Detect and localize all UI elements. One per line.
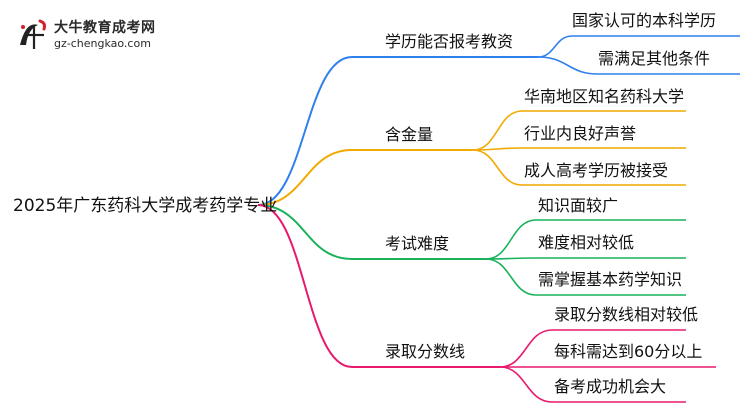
branch-connector-1 <box>257 56 538 206</box>
branch-connector-3 <box>257 204 486 260</box>
branch-connector-2 <box>257 149 473 206</box>
leaf-node-3-3: 需掌握基本药学知识 <box>538 270 683 289</box>
logo-icon <box>20 19 46 49</box>
branch-node-1: 学历能否报考教资 <box>385 32 514 51</box>
leaf-node-3-1: 知识面较广 <box>538 196 619 215</box>
leaf-node-2-1: 华南地区知名药科大学 <box>524 87 685 106</box>
leaf-connector-4-3 <box>499 366 686 403</box>
leaf-connector-1-1 <box>537 35 740 58</box>
leaf-connector-1-2 <box>537 56 740 75</box>
leaf-connector-2-3 <box>472 149 686 186</box>
leaf-node-4-2: 每科需达到60分以上 <box>554 342 703 361</box>
leaf-node-1-1: 国家认可的本科学历 <box>572 11 717 30</box>
leaf-connector-3-3 <box>485 258 686 296</box>
leaf-connector-3-1 <box>485 219 686 260</box>
leaf-connector-2-1 <box>472 110 686 151</box>
root-node: 2025年广东药科大学成考药学专业 <box>13 196 278 216</box>
branch-node-4: 录取分数线 <box>385 342 466 361</box>
leaf-connector-2-2 <box>472 147 686 151</box>
leaf-node-1-2: 需满足其他条件 <box>598 49 711 68</box>
leaf-node-4-3: 备考成功机会大 <box>554 377 667 396</box>
logo-url: gz-chengkao.com <box>54 37 151 50</box>
leaf-node-3-2: 难度相对较低 <box>538 233 635 252</box>
leaf-connector-4-1 <box>499 329 686 368</box>
leaf-node-2-2: 行业内良好声誉 <box>524 124 637 143</box>
logo: 大牛教育成考网 gz-chengkao.com <box>14 15 164 55</box>
logo-title: 大牛教育成考网 <box>54 20 156 36</box>
leaf-node-2-3: 成人高考学历被接受 <box>524 161 669 180</box>
leaf-node-4-1: 录取分数线相对较低 <box>554 305 699 324</box>
branch-node-3: 考试难度 <box>385 234 450 253</box>
leaf-connector-3-2 <box>485 257 686 260</box>
branch-connector-4 <box>257 204 500 368</box>
branch-node-2: 含金量 <box>385 125 434 144</box>
